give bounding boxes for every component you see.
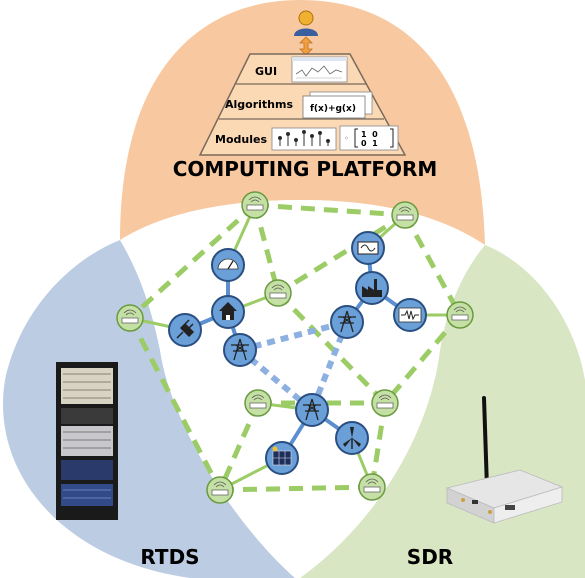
plug-icon [168, 313, 202, 347]
sdr-device-image [445, 396, 564, 524]
router-node-8 [206, 476, 234, 504]
power-grid-nodes [168, 231, 427, 475]
router-node-1 [241, 191, 269, 219]
modules-stem-plot-icon [271, 127, 337, 151]
computing-platform-label: COMPUTING PLATFORM [173, 157, 438, 181]
software-stack-pyramid: GUI Algorithms f(x)+g(x) Modules [198, 10, 407, 156]
substation-icon [351, 231, 385, 265]
pyramid-label-algorithms: Algorithms [225, 98, 293, 111]
wireless-router-nodes [116, 191, 474, 504]
center-intersection [120, 200, 485, 578]
wind-turbine-icon [335, 421, 369, 455]
router-node-2 [391, 201, 419, 229]
router-node-9 [358, 473, 386, 501]
pyramid-label-modules: Modules [215, 133, 267, 146]
gui-screenshot-icon [291, 56, 348, 83]
router-node-6 [244, 389, 272, 417]
factory-icon [355, 271, 389, 305]
router-node-4 [116, 304, 144, 332]
resistor-waveform-icon [393, 298, 427, 332]
rtds-label: RTDS [140, 545, 199, 569]
matrix-row-1: 1 0 [361, 130, 378, 139]
wireless-mesh-links [127, 202, 463, 493]
transmission-tower-icon-3 [295, 393, 329, 427]
transmission-tower-icon-2 [330, 305, 364, 339]
algorithm-cards-icon: f(x)+g(x) [302, 91, 373, 119]
sdr-label: SDR [407, 545, 453, 569]
matrix-row-2: 0 1 [361, 139, 378, 148]
algorithm-formula: f(x)+g(x) [310, 104, 356, 114]
matrix-icon: ◦ 1 0 0 1 [339, 125, 399, 151]
router-node-5 [446, 301, 474, 329]
router-node-3 [264, 279, 292, 307]
house-icon [211, 295, 245, 329]
router-node-7 [371, 389, 399, 417]
transmission-tower-icon-1 [223, 333, 257, 367]
user-icon [294, 10, 318, 36]
svg-text:◦: ◦ [344, 134, 349, 143]
gauge-meter-icon [211, 248, 245, 282]
solar-panel-icon [265, 441, 299, 475]
rtds-rack-image [56, 362, 118, 520]
pyramid-label-gui: GUI [255, 65, 277, 78]
